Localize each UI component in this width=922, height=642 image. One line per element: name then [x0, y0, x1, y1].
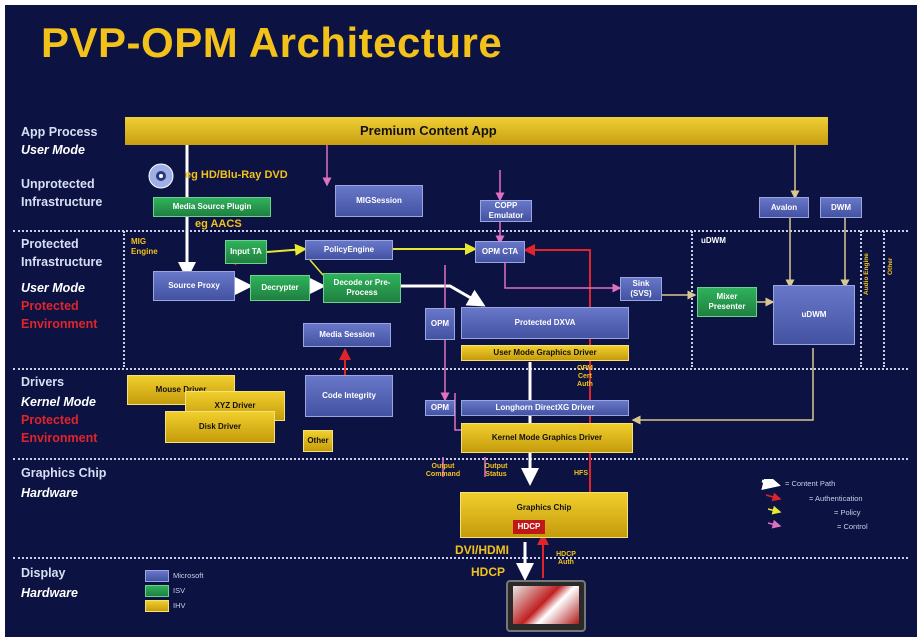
other-vertical-label: Other: [887, 257, 894, 275]
label-unprotected: Unprotected Infrastructure: [21, 175, 102, 211]
eg-aacs-label: eg AACS: [195, 218, 242, 230]
label-drivers-line1: Drivers: [21, 375, 65, 389]
avalon-box[interactable]: Avalon: [759, 197, 809, 218]
legend-microsoft: Microsoft: [173, 571, 204, 580]
output-status-label: Output Status: [484, 463, 508, 478]
opm-cert-auth-label: OPM Cert Auth: [577, 365, 593, 388]
label-drivers-line3: Protected: [21, 413, 79, 427]
label-drivers-line4: Environment: [21, 431, 98, 445]
label-protected-line5: Environment: [21, 317, 98, 331]
other-driver-box[interactable]: Other: [303, 430, 333, 452]
copp-emulator-box[interactable]: COPP Emulator: [480, 200, 532, 222]
label-drivers: Drivers Kernel Mode Protected Environmen…: [21, 373, 97, 447]
label-display: Display Hardware: [21, 564, 78, 602]
input-ta-box[interactable]: Input TA: [225, 240, 267, 264]
sink-box[interactable]: Sink (SVS): [620, 277, 662, 301]
legend-authentication: = Authentication: [809, 494, 863, 503]
label-protected-line4: Protected: [21, 299, 79, 313]
separator-chip: [13, 458, 908, 460]
mig-engine-label: MIG Engine: [131, 237, 158, 256]
protected-dxva-box[interactable]: Protected DXVA: [461, 307, 629, 339]
legend-swatch-isv: [145, 585, 169, 597]
legend-isv: ISV: [173, 586, 186, 595]
policy-path-engine-to-decode: [309, 259, 324, 276]
label-unprotected-line2: Infrastructure: [21, 195, 103, 209]
label-app-line2: User Mode: [21, 143, 85, 157]
legend-content-path: = Content Path: [785, 479, 836, 488]
udwm-box[interactable]: uDWM: [773, 285, 855, 345]
legend-swatch-ihv: [145, 600, 169, 612]
path-udwm-to-kernel: [631, 348, 814, 425]
code-integrity-box[interactable]: Code Integrity: [305, 375, 393, 417]
dwm-box[interactable]: DWM: [820, 197, 862, 218]
premium-content-app-bar[interactable]: Premium Content App: [125, 117, 828, 145]
label-display-line1: Display: [21, 566, 66, 580]
opm-user-box[interactable]: OPM: [425, 308, 455, 340]
dvi-hdmi-label: DVI/HDMI: [455, 543, 509, 557]
label-unprotected-line1: Unprotected: [21, 177, 95, 191]
label-protected: Protected Infrastructure User Mode Prote…: [21, 235, 102, 333]
disk-driver-box[interactable]: Disk Driver: [165, 411, 275, 443]
label-graphics-chip: Graphics Chip Hardware: [21, 464, 106, 502]
legend-swatch-microsoft: [145, 570, 169, 582]
label-app-process: App Process User Mode: [21, 123, 97, 159]
separator-drivers: [13, 368, 908, 370]
opm-small-label: OPM: [577, 425, 593, 432]
user-mode-driver-box[interactable]: User Mode Graphics Driver: [461, 345, 629, 361]
label-chip-line2: Hardware: [21, 486, 78, 500]
control-path-to-sink: [504, 263, 622, 293]
eg-hd-dvd-label: eg HD/Blu-Ray DVD: [185, 169, 288, 181]
opm-kernel-box[interactable]: OPM: [425, 400, 455, 416]
policy-path-input-to-engine: [266, 243, 307, 256]
slide-title: PVP-OPM Architecture: [41, 19, 503, 66]
hdcp-auth-label: HDCP Auth: [556, 551, 576, 566]
output-command-label: Output Command: [425, 463, 461, 478]
media-source-plugin-box[interactable]: Media Source Plugin: [153, 197, 271, 217]
kernel-mode-driver-box[interactable]: Kernel Mode Graphics Driver: [461, 423, 633, 453]
content-path-decode-to-dxva: [400, 284, 486, 307]
decode-box[interactable]: Decode or Pre-Process: [323, 273, 401, 303]
legend-control: = Control: [837, 522, 868, 531]
label-protected-line2: Infrastructure: [21, 255, 103, 269]
legend-arrow-icons: [761, 479, 782, 529]
other-boundary: [883, 231, 885, 367]
media-session-box[interactable]: Media Session: [303, 323, 391, 347]
separator-protected: [13, 230, 908, 232]
legend-ihv: IHV: [173, 601, 186, 610]
label-display-line2: Hardware: [21, 586, 78, 600]
hfs-label: HFS: [574, 470, 588, 477]
longhorn-driver-box[interactable]: Longhorn DirectXG Driver: [461, 400, 629, 416]
policy-engine-box[interactable]: PolicyEngine: [305, 240, 393, 260]
control-path-opm-kernel: [454, 393, 461, 431]
label-app-line1: App Process: [21, 125, 98, 139]
label-protected-line1: Protected: [21, 237, 79, 251]
label-chip-line1: Graphics Chip: [21, 466, 107, 480]
separator-display: [13, 557, 908, 559]
audio-engine-label: Audio Engine: [863, 253, 870, 295]
legend-policy: = Policy: [834, 508, 861, 517]
source-proxy-box[interactable]: Source Proxy: [153, 271, 235, 301]
tv-screen: [513, 586, 579, 624]
udwm-region-label: uDWM: [701, 236, 726, 245]
opm-cta-box[interactable]: OPM CTA: [475, 241, 525, 263]
audio-engine-boundary: [860, 231, 862, 367]
hdcp-label: HDCP: [471, 565, 506, 579]
slide: PVP-OPM Architecture App Process User Mo…: [5, 5, 917, 637]
label-protected-line3: User Mode: [21, 281, 85, 295]
mig-engine-boundary: [123, 231, 125, 367]
migsession-box[interactable]: MIGSession: [335, 185, 423, 217]
mixer-presenter-box[interactable]: Mixer Presenter: [697, 287, 757, 317]
dvd-disc-icon: [148, 163, 174, 189]
label-drivers-line2: Kernel Mode: [21, 395, 97, 409]
decrypter-box[interactable]: Decrypter: [250, 275, 310, 301]
television-icon: [506, 580, 586, 632]
hdcp-chip-box: HDCP: [513, 520, 545, 534]
